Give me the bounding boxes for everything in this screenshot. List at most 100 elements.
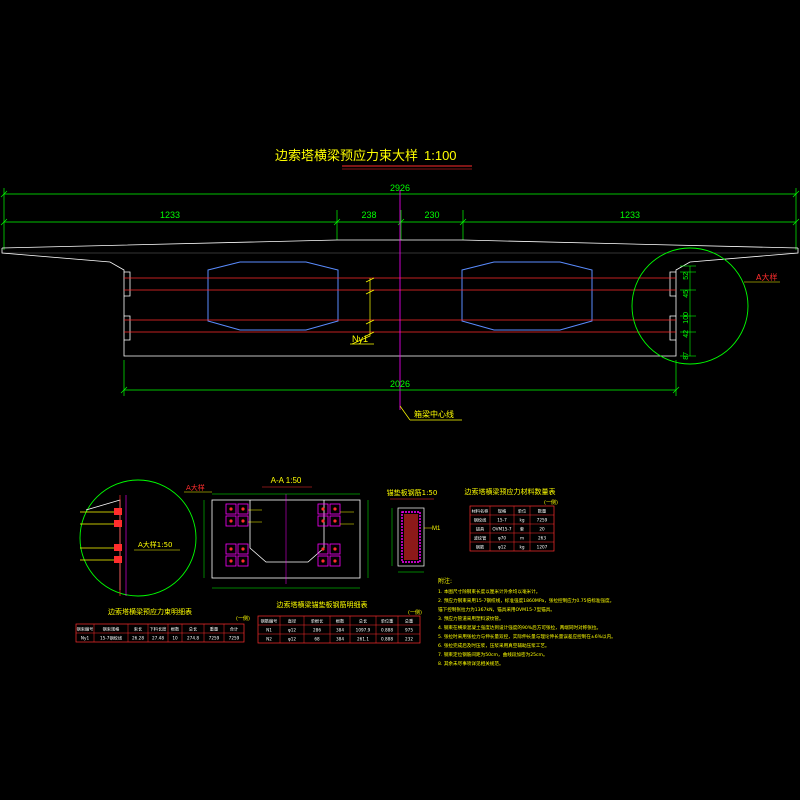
dim-right-a: 52	[683, 272, 690, 280]
table-cell: φ12	[498, 544, 506, 549]
right-dimensions	[680, 265, 696, 357]
table-header-cell: 束长	[134, 625, 143, 632]
table-cell: 263	[538, 535, 546, 540]
dim-total-top: 2926	[390, 183, 410, 193]
table-right-title: 边索塔横梁预应力材料数量表	[465, 487, 556, 496]
table-cell: 261.1	[357, 636, 369, 641]
table-header-cell: 单根长	[311, 617, 324, 624]
table-cell: 1097.9	[356, 627, 371, 632]
note-line: 8. 其余未尽事项详见相关规范。	[438, 660, 504, 667]
table-cell: 20	[539, 526, 545, 531]
table-cell: φ70	[498, 535, 506, 540]
dim-center-left: 238	[361, 210, 376, 220]
table-cell: 26.28	[132, 635, 144, 640]
dim-bottom: 2026	[390, 379, 410, 389]
table-cell: OVM15-7	[492, 526, 512, 531]
table-cell: 钢筋	[476, 543, 484, 550]
detail-a-enlarged	[80, 495, 180, 596]
table-cell: 1207	[537, 544, 548, 549]
table-header-cell: 钢束编号	[77, 625, 94, 632]
table-cell: 0.888	[381, 627, 393, 632]
table-cell: 波纹管	[474, 534, 487, 541]
table-header-cell: 总重	[405, 617, 413, 623]
table-header-cell: 根数	[171, 625, 180, 632]
table-cell: 384	[336, 636, 344, 641]
table-cell: N1	[266, 627, 272, 632]
notes: 1. 本图尺寸除钢束长度以厘米计外余均以毫米计。 2. 预应力钢束采用15-7钢绞…	[438, 588, 616, 667]
anchor-rebar	[391, 507, 432, 573]
bottom-dimension	[120, 360, 680, 396]
section-aa-title: A-A 1:50	[271, 476, 302, 485]
detail-a2-label: A大样	[186, 483, 205, 492]
detail-a-label: A大样	[756, 272, 777, 282]
table-header-cell: 材料名称	[472, 507, 489, 514]
table-header-cell: 规格	[498, 507, 507, 514]
table-cell: N2	[266, 636, 272, 641]
table-left: 钢束编号Ny1钢束规格15-7钢绞线束长26.28下料长度27.48根数10总长…	[75, 623, 245, 643]
table-cell: 套	[520, 525, 525, 532]
table-header-cell: 钢束规格	[103, 625, 121, 632]
dim-center-right: 230	[424, 210, 439, 220]
dim-right-c: 100	[683, 312, 690, 324]
box-cells	[207, 261, 593, 331]
table-cell: 27.48	[152, 635, 164, 640]
detail-a-scale: A大样1:50	[138, 540, 173, 549]
table-left-title: 边索塔横梁预应力束明细表	[108, 607, 192, 616]
table-right: 材料名称钢绞线锚具波纹管钢筋规格15-7OVM15-7φ70φ12单位kg套mk…	[469, 505, 555, 552]
table-cell: kg	[519, 517, 524, 522]
dim-right-d: 42	[683, 330, 690, 338]
detail-a-enlarged-circle	[79, 479, 197, 597]
table-cell: φ12	[288, 636, 296, 641]
cell-left	[207, 261, 339, 331]
table-header-cell: 重量	[210, 625, 218, 632]
anchor-detail-title: 锚垫板钢筋1:50	[387, 488, 438, 497]
cell-right	[461, 261, 593, 331]
note-line: 5. 张拉时采用张拉力与伸长量双控，实际伸长量与理论伸长量误差应控制在±6%以内…	[438, 633, 616, 640]
section-aa	[203, 493, 369, 589]
table-cell: 975	[405, 627, 413, 632]
table-cell: 0.888	[381, 636, 393, 641]
table-cell: 7259	[209, 635, 220, 640]
table-cell: 232	[405, 636, 413, 641]
table-cell: 锚具	[476, 525, 485, 532]
table-cell: 286	[313, 627, 321, 632]
dim-right-e: 87	[683, 352, 690, 360]
table-header-cell: 数量	[538, 507, 546, 514]
table-cell: 7259	[229, 635, 240, 640]
table-header-cell: 总长	[189, 625, 198, 632]
table-mid-note: (一侧)	[408, 609, 422, 616]
table-header-cell: 合计	[230, 625, 238, 632]
drawing-title: 边索塔横梁预应力束大样 1:100	[275, 148, 472, 170]
centerline-label: 箱梁中心线	[414, 409, 454, 419]
table-cell: φ12	[288, 627, 296, 632]
m1-label: M1	[432, 526, 441, 532]
note-line: 6. 张拉完成后及时压浆，压浆采用真空辅助压浆工艺。	[438, 642, 550, 649]
title-text: 边索塔横梁预应力束大样	[275, 148, 418, 164]
note-line: 7. 钢束定位钢筋间距为50cm，曲线段加密为25cm。	[438, 651, 548, 658]
note-line: 3. 预应力管道采用塑料波纹管。	[438, 615, 504, 622]
tendon-label: Ny1	[352, 334, 368, 344]
table-header-cell: 根数	[336, 617, 345, 624]
table-cell: 68	[314, 636, 320, 641]
table-cell: m	[520, 535, 524, 540]
notes-heading: 附注:	[438, 577, 452, 585]
note-line: 1. 本图尺寸除钢束长度以厘米计外余均以毫米计。	[438, 588, 540, 595]
table-cell: 15-7钢绞线	[100, 634, 123, 641]
table-header-cell: 单位	[518, 507, 526, 514]
table-header-cell: 钢筋编号	[261, 617, 278, 624]
table-cell: 274.8	[187, 635, 199, 640]
table-cell: 10	[172, 635, 178, 640]
table-cell: 7259	[537, 517, 548, 522]
detail-a-circle	[631, 247, 749, 365]
table-right-note: (一侧)	[544, 499, 558, 506]
note-line: 4. 钢束在横梁混凝土强度达到设计强度的90%后方可张拉，两端同时对称张拉。	[438, 624, 601, 631]
dim-right: 1233	[620, 210, 640, 220]
note-line: 2. 预应力钢束采用15-7钢绞线，标准强度1860MPa，张拉控制应力0.75…	[438, 597, 614, 604]
table-left-note: (一侧)	[236, 615, 250, 622]
table-header-cell: 总长	[359, 617, 368, 624]
table-cell: kg	[519, 544, 524, 549]
table-cell: 384	[336, 627, 344, 632]
table-header-cell: 直径	[288, 617, 296, 623]
